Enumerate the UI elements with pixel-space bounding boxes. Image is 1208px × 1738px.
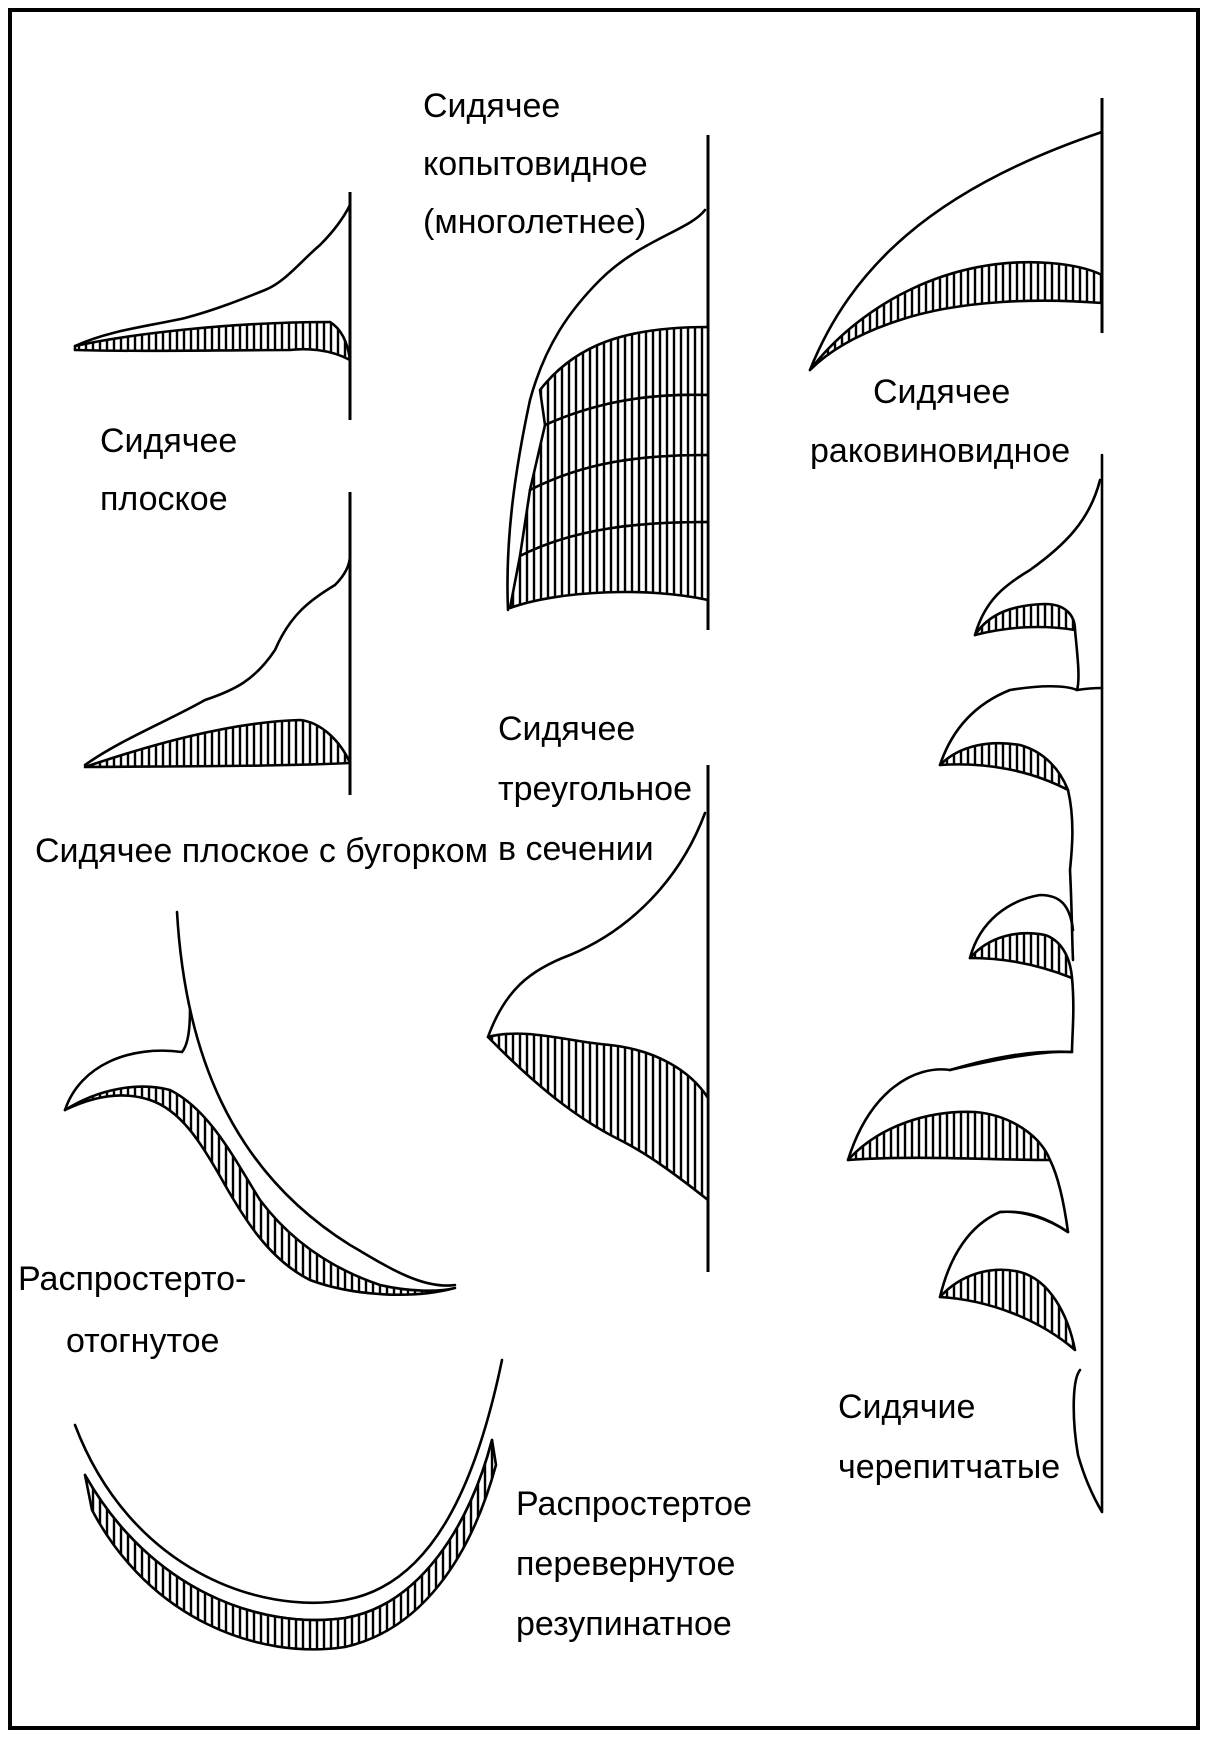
shape-effused-reflexed: [65, 912, 455, 1295]
caption-line: Распростерто-: [18, 1260, 246, 1298]
hymenophore-layer: [85, 720, 350, 767]
caption-sessile-triangular: Сидячее треугольное в сечении: [498, 710, 701, 868]
caption-effused-resupinate: Распростертое перевернутое резупинатное: [516, 1485, 761, 1643]
substrate-curve: [177, 912, 455, 1286]
shape-sessile-shell: [810, 98, 1102, 370]
caption-line: Распростертое: [516, 1485, 752, 1523]
caption-line: (многолетнее): [423, 203, 646, 241]
caption-sessile-hoof: Сидячее копытовидное (многолетнее): [423, 87, 657, 241]
cap-4-edge: [1000, 1160, 1068, 1232]
caption-effused-reflexed: Распростерто- отогнутое: [18, 1260, 256, 1360]
caption-line: плоское: [100, 480, 228, 518]
caption-line: Сидячие: [838, 1388, 975, 1426]
substrate-curve: [1074, 455, 1102, 1512]
caption-line: перевернутое: [516, 1545, 735, 1583]
cap-3-hymenophore: [970, 933, 1072, 978]
cap-1-hymenophore: [975, 604, 1075, 635]
caption-line: Сидячее: [423, 87, 560, 125]
caption-line: копытовидное: [423, 145, 648, 183]
caption-line: резупинатное: [516, 1605, 732, 1643]
hymenophore-layer: [810, 262, 1102, 370]
hymenophore-layer: [75, 322, 350, 360]
caption-sessile-flat: Сидячее плоское: [100, 422, 247, 518]
cap-1-edge: [1075, 630, 1102, 690]
cap-2-hymenophore: [940, 743, 1068, 790]
caption-line: Сидячее плоское с бугорком: [35, 832, 488, 870]
caption-line: черепитчатые: [838, 1448, 1060, 1486]
caption-line: Сидячее: [100, 422, 237, 460]
caption-sessile-flat-with-bump: Сидячее плоское с бугорком: [35, 832, 488, 870]
caption-sessile-imbricate: Сидячие черепитчатые: [838, 1388, 1060, 1486]
shape-sessile-flat-with-bump: [85, 492, 350, 795]
hymenophore-layer: [488, 1034, 708, 1200]
hymenophore-layer: [85, 1440, 496, 1649]
caption-line: в сечении: [498, 830, 654, 868]
shape-sessile-imbricate: [848, 455, 1102, 1512]
cap-2-edge: [1068, 790, 1073, 960]
caption-line: отогнутое: [66, 1322, 219, 1360]
shape-sessile-flat: [75, 192, 350, 420]
caption-line: раковиновидное: [810, 432, 1070, 470]
caption-line: Сидячее: [498, 710, 635, 748]
caption-line: Сидячее: [873, 373, 1010, 411]
caption-sessile-shell: Сидячее раковиновидное: [810, 373, 1070, 470]
cap-5-hymenophore: [940, 1270, 1075, 1350]
caption-line: треугольное: [498, 770, 692, 808]
shape-effused-resupinate: [75, 1360, 502, 1649]
cap-4-hymenophore: [848, 1112, 1050, 1160]
